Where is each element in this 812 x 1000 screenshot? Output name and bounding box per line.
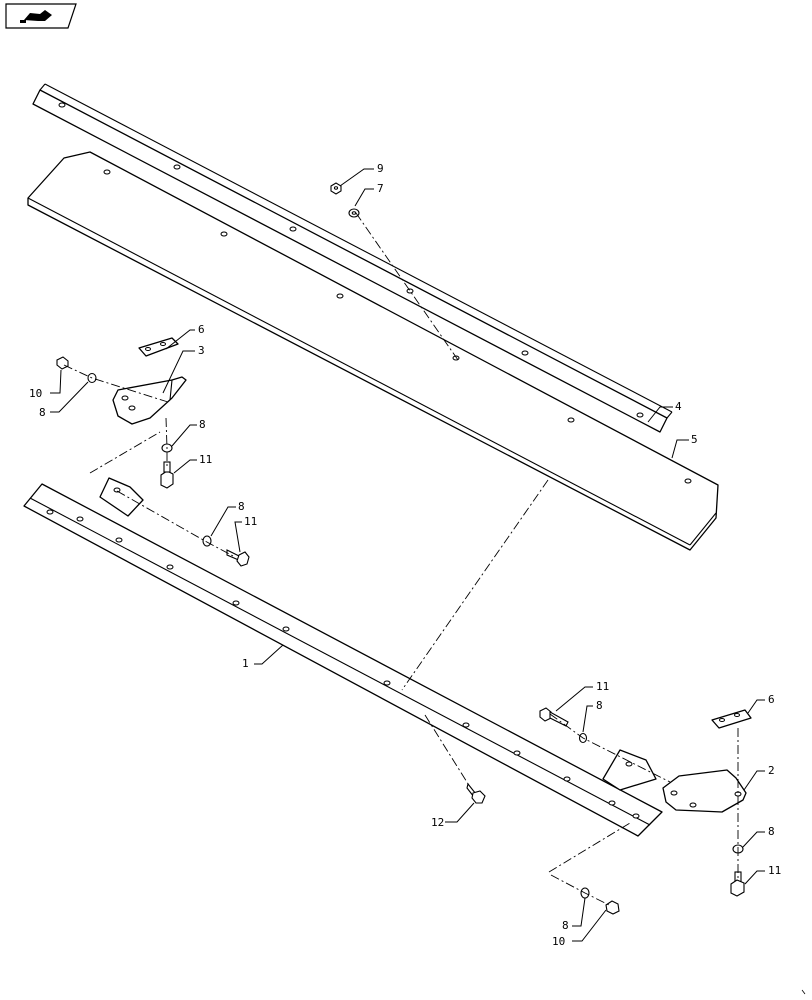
washer-8-center <box>202 535 212 547</box>
bolt-11-right-horizontal <box>539 707 569 727</box>
callout-4: 4 <box>675 400 682 413</box>
callout-labels: 9 7 6 3 10 8 8 11 8 11 4 5 1 11 8 6 2 8 … <box>29 162 781 948</box>
bolt-12 <box>466 782 486 804</box>
callout-11-right-lower: 11 <box>768 864 781 877</box>
washer-7 <box>348 208 360 218</box>
part-3-bracket <box>112 376 187 425</box>
callout-10-left: 10 <box>29 387 42 400</box>
callout-8-upper-mid: 8 <box>199 418 206 431</box>
navigation-button[interactable] <box>5 3 77 29</box>
callout-8-bottom: 8 <box>562 919 569 932</box>
nut-10-left <box>56 356 69 370</box>
part-6-plate-right <box>711 709 752 729</box>
part-1-main-bar <box>23 477 663 837</box>
callout-leaders <box>50 168 765 942</box>
corner-mark <box>801 989 806 995</box>
nut-10-bottom <box>605 900 620 915</box>
callout-8-right-lower: 8 <box>768 825 775 838</box>
callout-8-mid: 8 <box>238 500 245 513</box>
callout-11-upper-mid: 11 <box>199 453 212 466</box>
callout-11-right-upper: 11 <box>596 680 609 693</box>
bolt-11-left-vertical <box>160 461 174 489</box>
callout-8-right-upper: 8 <box>596 699 603 712</box>
callout-8-left: 8 <box>39 406 46 419</box>
callout-9: 9 <box>377 162 384 175</box>
callout-3: 3 <box>198 344 205 357</box>
callout-2: 2 <box>768 764 775 777</box>
callout-1: 1 <box>242 657 249 670</box>
bolt-11-center <box>226 549 250 567</box>
part-2-bracket <box>662 769 747 813</box>
nut-9 <box>330 182 342 195</box>
callout-10-bottom: 10 <box>552 935 565 948</box>
part-4-strip <box>32 83 673 433</box>
callout-12: 12 <box>431 816 444 829</box>
arrow-hand-icon <box>20 10 52 23</box>
callout-7: 7 <box>377 182 384 195</box>
part-6-plate-left <box>138 337 179 357</box>
assembly-lines <box>63 212 739 907</box>
callout-5: 5 <box>691 433 698 446</box>
callout-6-left: 6 <box>198 323 205 336</box>
part-5-plate <box>27 151 719 551</box>
bolt-11-right-vertical <box>730 871 745 897</box>
callout-6-right: 6 <box>768 693 775 706</box>
callout-11-mid: 11 <box>244 515 257 528</box>
